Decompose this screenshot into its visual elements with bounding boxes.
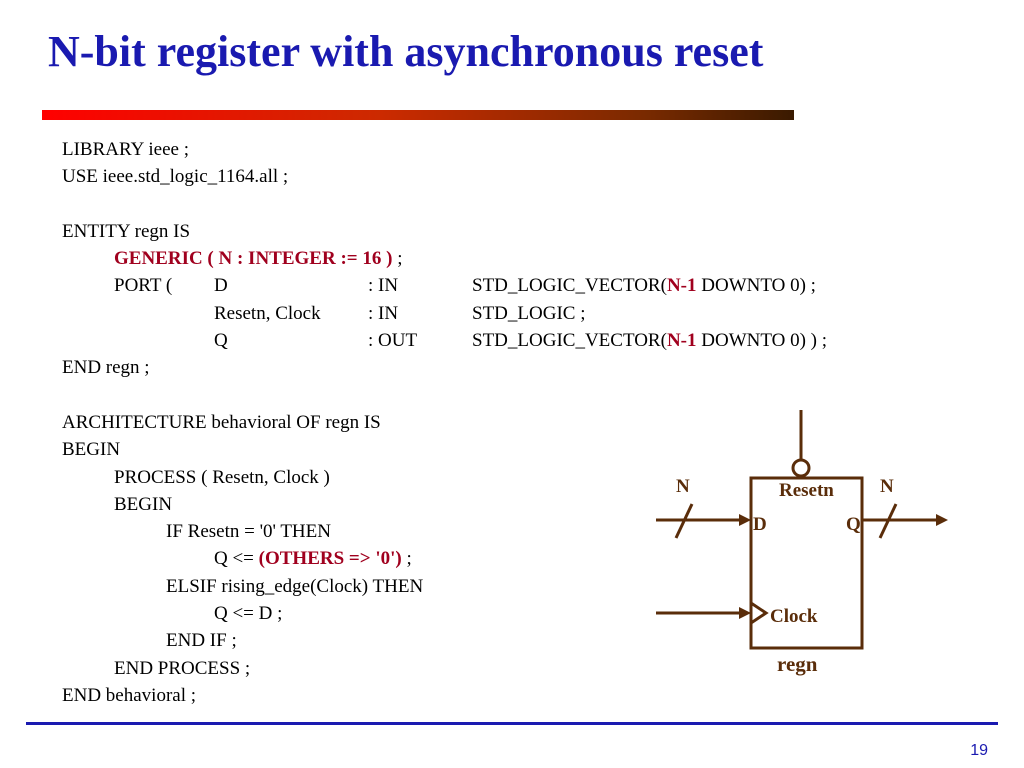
label-resetn: Resetn: [779, 480, 834, 501]
label-clock: Clock: [770, 606, 818, 627]
port-type-resetn-clock: STD_LOGIC ;: [472, 302, 586, 324]
port-dir-q: : OUT: [368, 330, 418, 352]
code-line-assign-d: Q <= D ;: [214, 603, 283, 625]
code-line-end-arch: END behavioral ;: [62, 684, 197, 706]
resetn-bubble: [791, 458, 811, 478]
bus-slash-left: [674, 503, 694, 539]
code-line-library: LIBRARY ieee ;: [62, 139, 189, 160]
others-highlight: (OTHERS => '0'): [258, 548, 402, 570]
code-line-end-entity: END regn ;: [62, 357, 150, 379]
code-line-end-process: END PROCESS ;: [114, 657, 251, 679]
label-d: D: [753, 514, 767, 535]
code-line-elsif: ELSIF rising_edge(Clock) THEN: [166, 575, 424, 597]
slide-title: N-bit register with asynchronous reset: [48, 27, 764, 76]
port-name-resetn-clock: Resetn, Clock: [214, 302, 321, 324]
d-input-arrowhead: [739, 514, 751, 526]
code-line-entity: ENTITY regn IS: [62, 220, 191, 242]
code-line-generic: GENERIC ( N : INTEGER := 16 ) ;: [114, 248, 403, 270]
port-open: PORT (: [114, 275, 173, 297]
code-line-port-q: Q : OUT STD_LOGIC_VECTOR(N-1 DOWNTO 0) )…: [62, 327, 827, 354]
clock-edge-triangle: [750, 601, 769, 625]
code-line-end-if: END IF ;: [166, 630, 237, 652]
label-q: Q: [846, 514, 861, 535]
clock-input-arrowhead: [739, 607, 751, 619]
generic-highlight: GENERIC ( N : INTEGER := 16 ): [114, 248, 393, 270]
label-regn: regn: [777, 652, 818, 676]
code-line-begin: BEGIN: [62, 439, 121, 461]
port-type-q: STD_LOGIC_VECTOR(N-1 DOWNTO 0) ) ;: [472, 330, 828, 352]
code-line-assign-reset: Q <= (OTHERS => '0') ;: [214, 548, 412, 570]
bus-slash-right: [878, 503, 898, 539]
code-line-use: USE ieee.std_logic_1164.all ;: [62, 166, 289, 188]
title-underline: [42, 110, 794, 120]
port-name-d: D: [214, 275, 228, 297]
code-line-process: PROCESS ( Resetn, Clock ): [114, 466, 330, 488]
port-dir-resetn-clock: : IN: [368, 302, 399, 324]
label-n-left: N: [676, 476, 690, 497]
vhdl-code-block: LIBRARY ieee ; USE ieee.std_logic_1164.a…: [62, 136, 827, 709]
port-type-d: STD_LOGIC_VECTOR(N-1 DOWNTO 0) ;: [472, 275, 816, 297]
page-number: 19: [970, 742, 988, 759]
code-line-blank: [62, 382, 381, 409]
q-output-arrowhead: [936, 514, 948, 526]
code-line-if: IF Resetn = '0' THEN: [166, 521, 331, 543]
port-name-q: Q: [214, 330, 228, 352]
code-line-architecture: ARCHITECTURE behavioral OF regn IS: [62, 411, 381, 433]
register-box: [749, 476, 864, 650]
footer-rule: [26, 722, 998, 725]
code-line-process-begin: BEGIN: [114, 493, 173, 515]
code-line-port-resetn-clock: Resetn, Clock : IN STD_LOGIC ;: [62, 300, 585, 327]
label-n-right: N: [880, 476, 894, 497]
code-line-blank: [62, 191, 381, 218]
code-line-port-d: PORT ( D : IN STD_LOGIC_VECTOR(N-1 DOWNT…: [62, 272, 816, 299]
port-dir-d: : IN: [368, 275, 399, 297]
